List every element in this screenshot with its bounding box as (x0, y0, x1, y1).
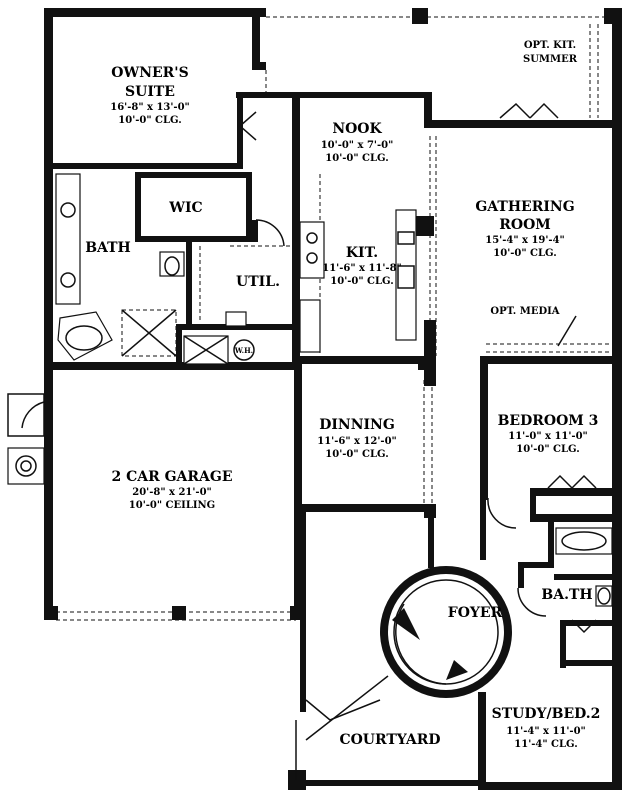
kit-size: 11'-6" x 11'-8" (322, 263, 402, 274)
exterior-walls (44, 8, 622, 790)
gathering-ceiling: 10'-0" CLG. (493, 248, 556, 259)
dinning-name: DINNING (319, 417, 395, 433)
study-size: 11'-4" x 11'-0" (506, 726, 586, 737)
foyer-label: FOYER (448, 605, 503, 621)
bedroom3-ceiling: 10'-0" CLG. (516, 444, 579, 455)
kit-name: KIT. (346, 245, 378, 261)
garage-side-entry (7, 393, 45, 485)
owners-suite-name-line2: SUITE (125, 84, 175, 100)
study-ceiling: 11'-4" CLG. (514, 739, 577, 750)
room-kitchen: KIT. 11'-6" x 11'-8" 10'-0" CLG. (322, 245, 402, 287)
room-nook: NOOK 10'-0" x 7'-0" 10'-0" CLG. (321, 121, 394, 164)
gathering-name-line2: ROOM (499, 217, 551, 233)
bath-label: BATH (85, 240, 131, 256)
owners-suite-ceiling: 10'-0" CLG. (118, 115, 181, 126)
kit-ceiling: 10'-0" CLG. (330, 276, 393, 287)
room-garage: 2 CAR GARAGE 20'-8" x 21'-0" 10'-0" CEIL… (111, 469, 232, 511)
nook-name: NOOK (332, 121, 382, 137)
room-opt-kit-summer: OPT. KIT. SUMMER (523, 40, 578, 65)
dinning-ceiling: 10'-0" CLG. (325, 449, 388, 460)
room-dinning: DINNING 11'-6" x 12'-0" 10'-0" CLG. (317, 417, 397, 460)
room-study: STUDY/BED.2 11'-4" x 11'-0" 11'-4" CLG. (492, 706, 601, 750)
garage-size: 20'-8" x 21'-0" (132, 487, 212, 498)
garage-ceiling: 10'-0" CEILING (129, 500, 215, 511)
courtyard-label: COURTYARD (339, 732, 440, 748)
doors (239, 102, 597, 780)
nook-ceiling: 10'-0" CLG. (325, 153, 388, 164)
garage-name: 2 CAR GARAGE (111, 469, 232, 485)
opt-kit-line2: SUMMER (523, 54, 578, 65)
wic-label: WIC (168, 200, 202, 216)
owners-suite-name-line1: OWNER'S (111, 65, 188, 81)
study-name: STUDY/BED.2 (492, 706, 601, 722)
bedroom3-size: 11'-0" x 11'-0" (508, 431, 588, 442)
util-label: UTIL. (236, 274, 280, 290)
owners-suite-size: 16'-8" x 13'-0" (110, 102, 190, 113)
water-heater-label: W.H. (234, 346, 253, 355)
room-owners-suite: OWNER'S SUITE 16'-8" x 13'-0" 10'-0" CLG… (110, 65, 190, 126)
dashed-lines (56, 16, 612, 621)
room-gathering: GATHERING ROOM 15'-4" x 19'-4" 10'-0" CL… (475, 199, 574, 259)
dinning-size: 11'-6" x 12'-0" (317, 436, 397, 447)
room-bedroom3: BEDROOM 3 11'-0" x 11'-0" 10'-0" CLG. (498, 413, 599, 455)
gathering-size: 15'-4" x 19'-4" (485, 235, 565, 246)
opt-kit-line1: OPT. KIT. (524, 40, 576, 51)
foyer-rotunda (380, 566, 512, 698)
bath2-fixtures (555, 527, 613, 607)
kitchen-fixtures (299, 209, 417, 353)
gathering-name-line1: GATHERING (475, 199, 574, 215)
bedroom3-name: BEDROOM 3 (498, 413, 599, 429)
bath-fixtures (55, 173, 255, 365)
nook-size: 10'-0" x 7'-0" (321, 140, 394, 151)
opt-media-label: OPT. MEDIA (490, 306, 559, 317)
bath2-label: BA.TH (541, 587, 592, 603)
